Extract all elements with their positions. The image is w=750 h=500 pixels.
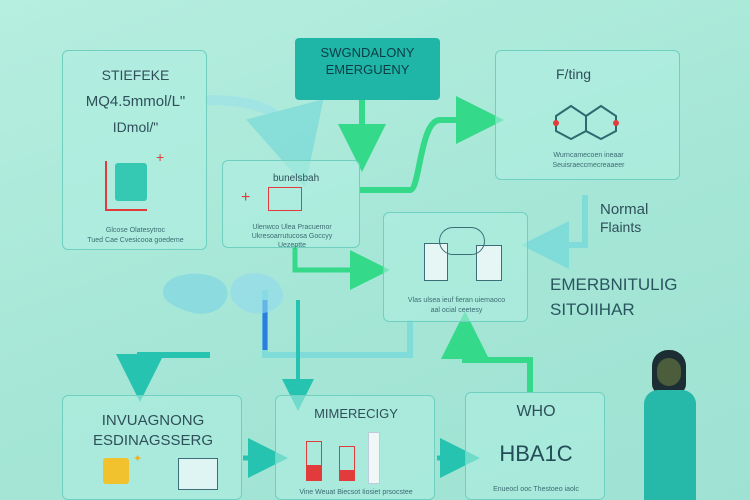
bottom1-line1: INVUAGNONG xyxy=(101,412,205,429)
bottom2-title: MIMERECIGY xyxy=(314,406,398,421)
bottom3-title: WHO xyxy=(516,403,556,420)
header-line2: EMERGUENY xyxy=(325,62,410,77)
box4-note1: Vlas ulsea ieuf fieran uiemaoco xyxy=(407,297,506,304)
monitoring-box: INVUAGNONG ESDINAGSSERG ✦ xyxy=(62,395,242,500)
normal-label-2: Flaints xyxy=(600,219,642,235)
plus-icon: + xyxy=(241,189,251,206)
evaluation-box: Vlas ulsea ieuf fieran uiemaoco aal ocia… xyxy=(383,212,528,322)
bottom1-line2: ESDINAGSSERG xyxy=(92,432,214,449)
sparkle-icon: ✦ xyxy=(133,453,143,465)
puzzle-icon xyxy=(103,458,129,484)
side-heading-1: EMERBNITULIG xyxy=(550,275,678,294)
plus-icon: + xyxy=(156,149,165,165)
arrow-box2-box3 xyxy=(360,96,504,193)
box3-note1: Wurncamecoen ineaar xyxy=(553,152,624,159)
fasting-box: F/ting Wurncamecoen ineaar Seuisraeccmec… xyxy=(495,50,680,180)
side-heading-2: SITOIIHAR xyxy=(550,300,635,319)
bubble-icon xyxy=(439,227,485,255)
bottom3-note: Enueocl ooc Thestoeo iaolc xyxy=(493,486,579,493)
bottom3-big: HBA1C xyxy=(499,441,573,466)
molecule-icon xyxy=(553,104,619,141)
screening-box: bunelsbah + Ulenwco Ulea Pracuemor Ukres… xyxy=(222,160,360,249)
arrow-up-box4 xyxy=(441,311,533,392)
box2-note2: Ukresoarrutucosa Goccyy xyxy=(251,233,333,240)
box2-note3: Uezeptte xyxy=(277,242,307,249)
device-icon xyxy=(115,163,147,201)
box3-title: F/ting xyxy=(556,66,592,82)
bottom2-note: Vine Weuat Biecsot Iiosiet prsocstee xyxy=(299,489,413,496)
box1-line3: IDmol/" xyxy=(112,119,159,135)
cloud-blob-2 xyxy=(230,273,284,314)
vial-red-icon-2 xyxy=(339,446,355,481)
screen-icon xyxy=(424,243,448,281)
box3-note2: Seuisraeccmecreaaeer xyxy=(552,162,625,169)
hba1c-box: WHO HBA1C Enueocl ooc Thestoeo iaolc xyxy=(465,392,605,500)
box1-note1: Glcose Olatesytroc xyxy=(105,227,166,234)
doctor-coat xyxy=(644,390,696,500)
box1-line1: STIEFEKE xyxy=(101,67,170,83)
box2-title: bunelsbah xyxy=(273,173,320,184)
arrow-box1-box2 xyxy=(204,95,324,187)
emergency-header: SWGNDALONY EMERGUENY xyxy=(295,38,440,100)
box4-note2: aal ocial ceetesy xyxy=(430,307,483,314)
arrow-box3-box4 xyxy=(521,195,588,269)
vial-white-icon xyxy=(368,432,380,484)
arrow-left-down xyxy=(116,352,210,402)
document-icon xyxy=(178,458,218,490)
normal-label-1: Normal xyxy=(600,201,649,218)
box1-line2: MQ4.5mmol/L" xyxy=(85,93,186,110)
doctor-face xyxy=(657,358,681,386)
vial-red-icon xyxy=(306,441,322,481)
test-tube-icon xyxy=(105,161,147,211)
doctor-figure xyxy=(640,350,700,500)
box1-note2: Tued Cae Cvesicooa goedeme xyxy=(87,237,184,244)
diagnostic-box: STIEFEKE MQ4.5mmol/L" IDmol/" + Glcose O… xyxy=(62,50,207,250)
cloud-blob xyxy=(162,273,228,314)
header-line1: SWGNDALONY xyxy=(320,45,415,60)
box2-note1: Ulenwco Ulea Pracuemor xyxy=(252,224,332,231)
emergency-box: MIMERECIGY Vine Weuat Biecsot Iiosiet pr… xyxy=(275,395,435,500)
arrow-box2-box4 xyxy=(292,245,390,290)
card-icon xyxy=(268,187,302,211)
